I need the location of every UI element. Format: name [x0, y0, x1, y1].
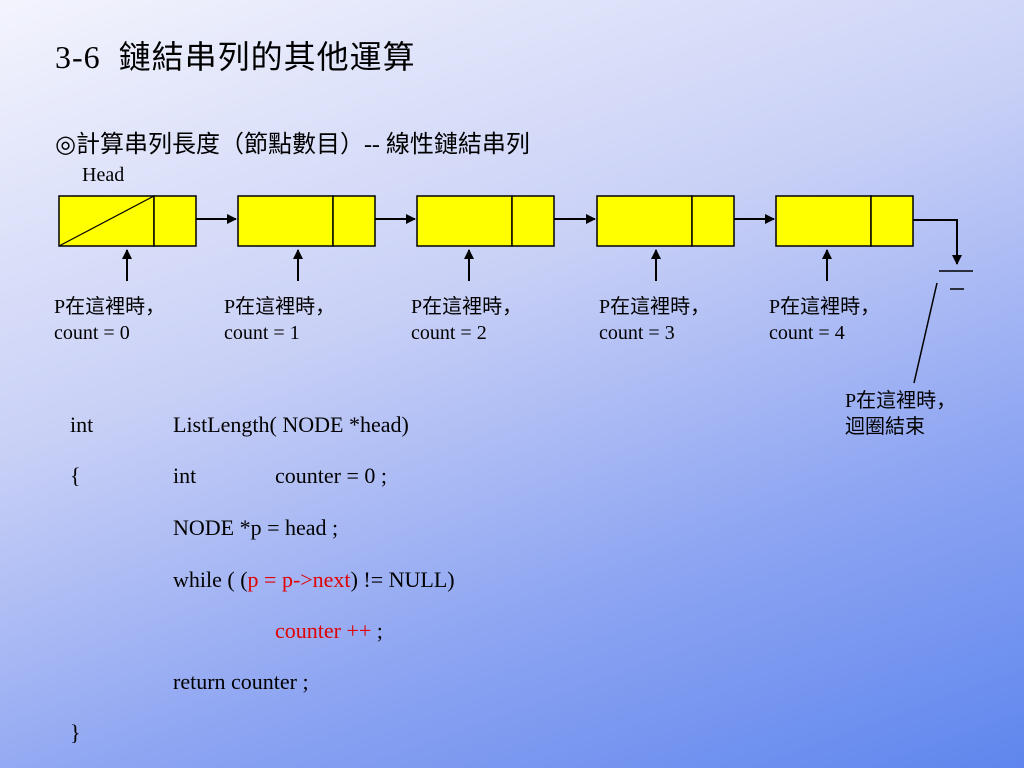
- code-decl: counter = 0 ;: [275, 463, 387, 488]
- code-line-while: while ( (p = p->next) != NULL): [173, 567, 455, 592]
- title-text: 鏈結串列的其他運算: [118, 39, 416, 75]
- head-node-slash: [58, 195, 155, 247]
- end-pointer-line: [913, 282, 938, 384]
- node-link-field: [153, 195, 197, 247]
- code-close-brace: }: [70, 720, 81, 745]
- pointer-label: P在這裡時， count = 0: [54, 296, 166, 344]
- slide-title: 3-6 鏈結串列的其他運算: [55, 32, 416, 78]
- last-node-null-link: [913, 219, 962, 265]
- code-open-brace: {: [70, 463, 81, 488]
- code-line-return: return counter ;: [173, 669, 309, 694]
- node-link-field: [332, 195, 376, 247]
- code-signature: ListLength( NODE *head): [173, 412, 409, 437]
- code-return-type: int: [70, 412, 94, 437]
- code-highlight-counter: counter ++: [275, 618, 372, 643]
- node-data-field: [416, 195, 513, 247]
- node-data-field: [237, 195, 334, 247]
- node-link-field: [870, 195, 914, 247]
- node-link-field: [691, 195, 735, 247]
- pointer-label: P在這裡時， count = 2: [411, 296, 523, 344]
- pointer-label: P在這裡時， count = 1: [224, 296, 336, 344]
- title-number: 3-6: [55, 39, 101, 75]
- node-link-field: [511, 195, 555, 247]
- code-line-increment: counter ++ ;: [275, 618, 383, 643]
- code-line-node: NODE *p = head ;: [173, 515, 339, 540]
- head-label: Head: [82, 164, 125, 186]
- code-highlight-next: p = p->next: [247, 567, 351, 592]
- end-pointer-label: P在這裡時， 迴圈結束: [845, 390, 957, 438]
- pointer-label: P在這裡時， count = 3: [599, 296, 711, 344]
- pointer-label: P在這裡時， count = 4: [769, 296, 881, 344]
- node-data-field: [775, 195, 872, 247]
- code-decl-type: int: [173, 463, 197, 488]
- node-data-field: [596, 195, 693, 247]
- slide-subtitle: ◎計算串列長度（節點數目）-- 線性鏈結串列: [55, 132, 530, 158]
